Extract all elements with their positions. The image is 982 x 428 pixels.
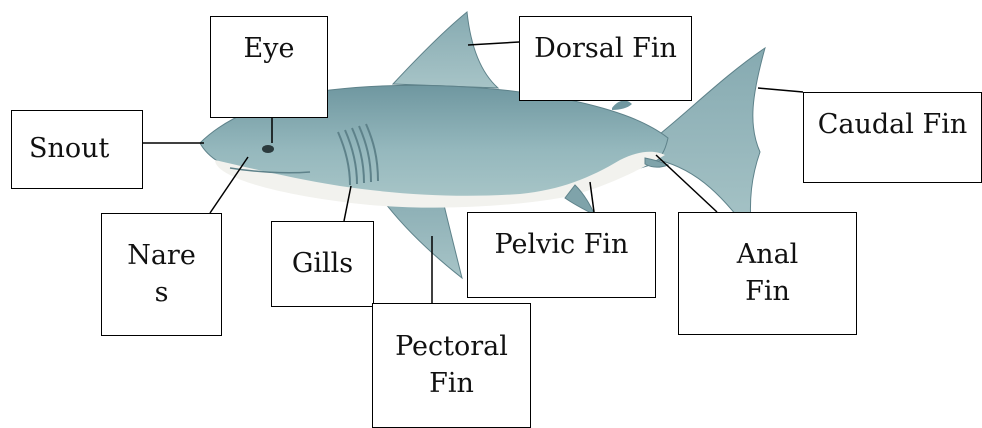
leader-line-caudal-fin (758, 88, 803, 92)
second-dorsal-fin-shape (612, 101, 632, 110)
label-dorsal-fin: Dorsal Fin (534, 31, 677, 67)
label-box-caudal-fin: Caudal Fin (803, 92, 982, 183)
dorsal-fin-shape (393, 12, 498, 88)
label-snout: Snout (29, 131, 109, 167)
shark-eye (262, 145, 274, 153)
label-pectoral-fin: Pectoral Fin (395, 329, 508, 402)
label-box-anal-fin: Anal Fin (678, 212, 857, 335)
label-box-eye: Eye (210, 16, 328, 118)
label-box-gills: Gills (271, 221, 374, 307)
label-pelvic-fin: Pelvic Fin (495, 227, 629, 263)
label-box-nares: Nare s (101, 213, 222, 336)
label-box-pelvic-fin: Pelvic Fin (467, 212, 656, 298)
leader-line-dorsal-fin (468, 42, 519, 45)
label-box-dorsal-fin: Dorsal Fin (519, 16, 692, 101)
label-box-snout: Snout (11, 110, 143, 189)
label-caudal-fin: Caudal Fin (818, 107, 968, 143)
label-gills: Gills (292, 246, 353, 282)
label-anal-fin: Anal Fin (737, 237, 799, 310)
label-nares: Nare s (127, 238, 196, 311)
label-box-pectoral-fin: Pectoral Fin (372, 303, 531, 428)
label-eye: Eye (244, 31, 295, 67)
